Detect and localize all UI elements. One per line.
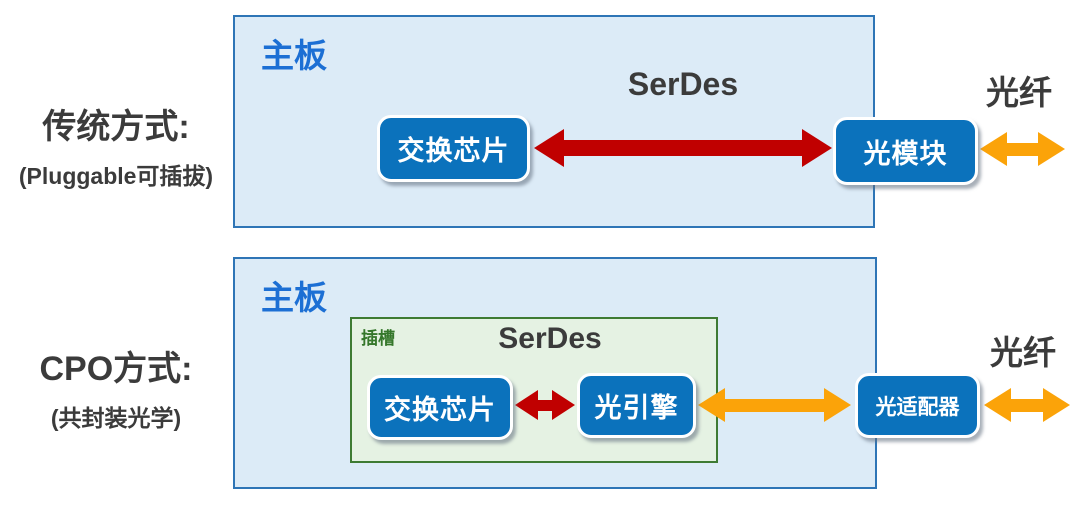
arrowhead-left-icon: [534, 129, 564, 167]
arrowhead-left-icon: [698, 388, 725, 422]
traditional-title: 传统方式:: [42, 108, 190, 146]
traditional-subtitle: (Pluggable可插拔): [18, 163, 214, 189]
traditional-motherboard-label: 主板: [261, 37, 327, 74]
cpo-fiber-label: 光纤: [990, 334, 1056, 371]
traditional-motherboard-box: 主板: [233, 15, 875, 228]
arrowhead-right-icon: [552, 390, 575, 420]
optical-engine-node: 光引擎: [577, 373, 696, 438]
arrowhead-right-icon: [1038, 132, 1065, 166]
arrowhead-right-icon: [1043, 388, 1070, 422]
optical-adapter-node: 光适配器: [855, 373, 980, 438]
engine-adapter-double-arrow: [698, 388, 851, 422]
arrowhead-left-icon: [984, 388, 1011, 422]
serdes-short-double-arrow: [515, 390, 575, 420]
serdes-double-arrow: [534, 129, 832, 167]
switch-chip-node: 交换芯片: [377, 115, 530, 182]
fiber-double-arrow: [984, 388, 1070, 422]
arrow-shaft: [1011, 398, 1043, 412]
switch-chip-node: 交换芯片: [367, 375, 513, 440]
arrowhead-right-icon: [802, 129, 832, 167]
cpo-motherboard-label: 主板: [261, 279, 327, 316]
cpo-title: CPO方式:: [39, 350, 193, 388]
cpo-subtitle: (共封装光学): [50, 405, 182, 431]
arrow-shaft: [564, 140, 802, 156]
arrow-shaft: [1007, 142, 1038, 156]
arrow-shaft: [725, 398, 824, 412]
arrow-shaft: [538, 399, 552, 411]
cpo-caption: CPO方式: (共封装光学): [0, 341, 232, 433]
arrowhead-left-icon: [515, 390, 538, 420]
traditional-serdes-label: SerDes: [627, 66, 739, 102]
socket-label: 插槽: [361, 329, 395, 348]
traditional-fiber-label: 光纤: [986, 74, 1052, 111]
arrowhead-left-icon: [980, 132, 1007, 166]
optical-module-node: 光模块: [833, 117, 978, 185]
cpo-serdes-label: SerDes: [498, 322, 602, 355]
traditional-caption: 传统方式: (Pluggable可插拔): [0, 99, 232, 191]
fiber-double-arrow: [980, 132, 1065, 166]
arrowhead-right-icon: [824, 388, 851, 422]
